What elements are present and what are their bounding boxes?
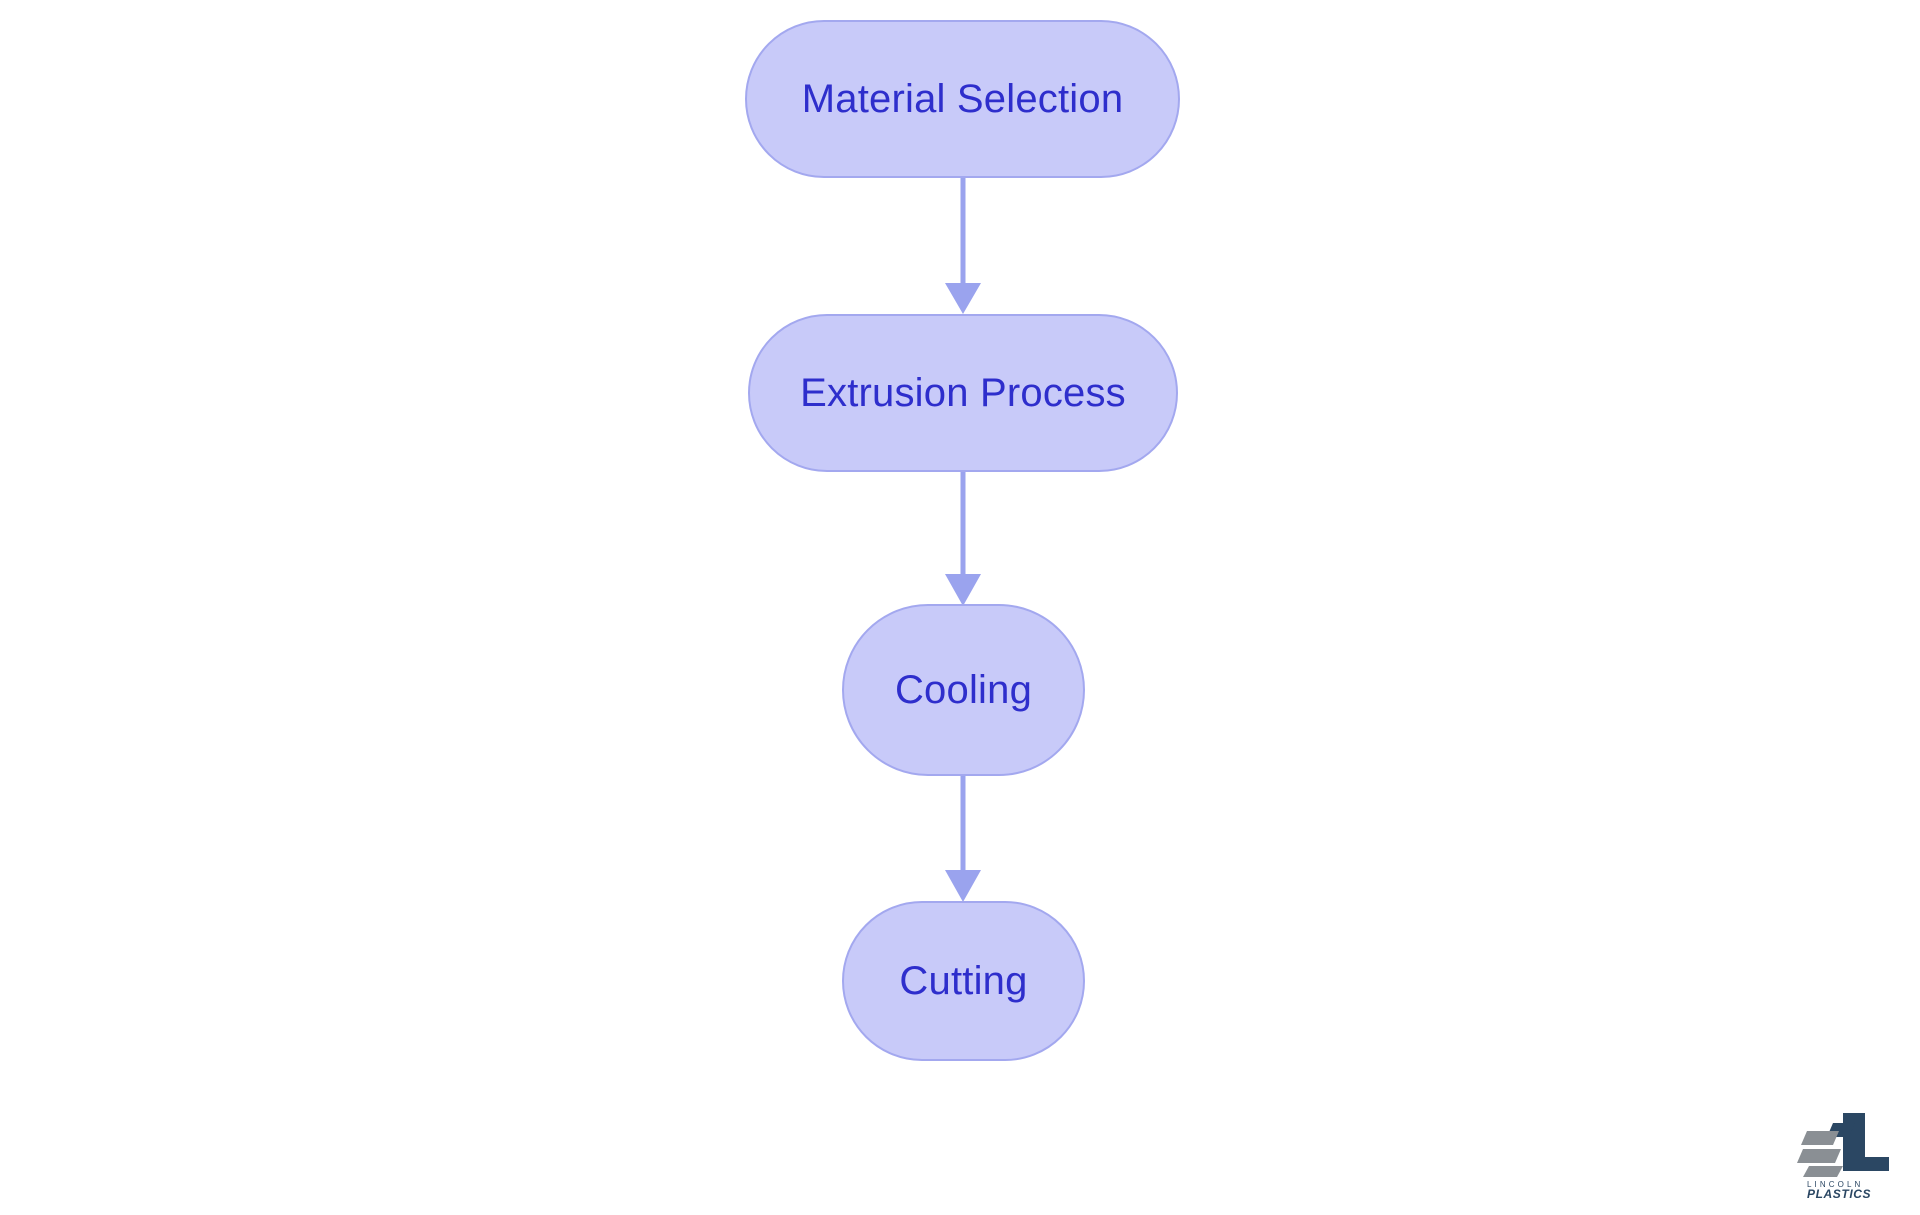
flow-node-label: Extrusion Process — [800, 371, 1126, 415]
flow-node-label: Cooling — [894, 668, 1033, 712]
edge-cooling-to-cutting — [945, 776, 981, 902]
flow-node-cooling[interactable]: Cooling — [842, 604, 1085, 776]
logo-l-mark — [1827, 1113, 1889, 1171]
flow-node-cutting[interactable]: Cutting — [842, 901, 1085, 1061]
edge-material-selection-to-extrusion-process — [945, 178, 981, 314]
logo-bars — [1797, 1131, 1843, 1177]
logo-wordmark-plastics: PLASTICS — [1807, 1187, 1871, 1200]
lincoln-plastics-logo: LINCOLN PLASTICS — [1797, 1113, 1889, 1200]
logo-wordmark-lincoln: LINCOLN — [1807, 1180, 1863, 1189]
edge-extrusion-process-to-cooling — [945, 472, 981, 606]
flow-node-label: Cutting — [899, 959, 1028, 1003]
flow-node-material-selection[interactable]: Material Selection — [745, 20, 1180, 178]
flow-node-extrusion-process[interactable]: Extrusion Process — [748, 314, 1178, 472]
flow-node-label: Material Selection — [801, 77, 1124, 121]
